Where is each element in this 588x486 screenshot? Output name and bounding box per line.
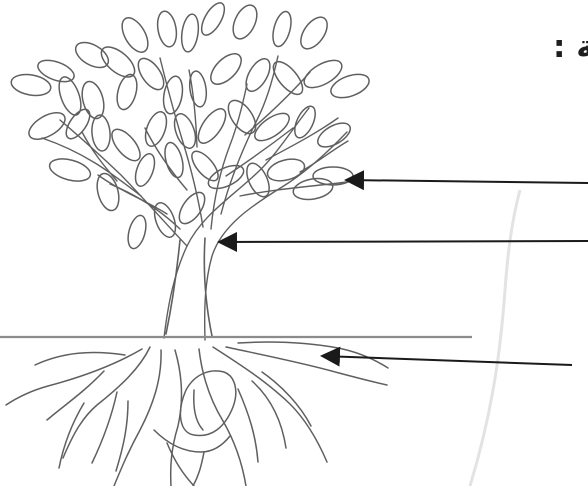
sheet-edge-shadow [470,190,520,486]
tree-roots [6,342,388,486]
trunk-pointer-arrow [219,241,588,242]
tree-leaves [10,0,373,250]
tree-canopy [42,56,362,340]
roots-pointer-arrow [322,356,572,365]
leaves-pointer-arrow [346,180,588,183]
